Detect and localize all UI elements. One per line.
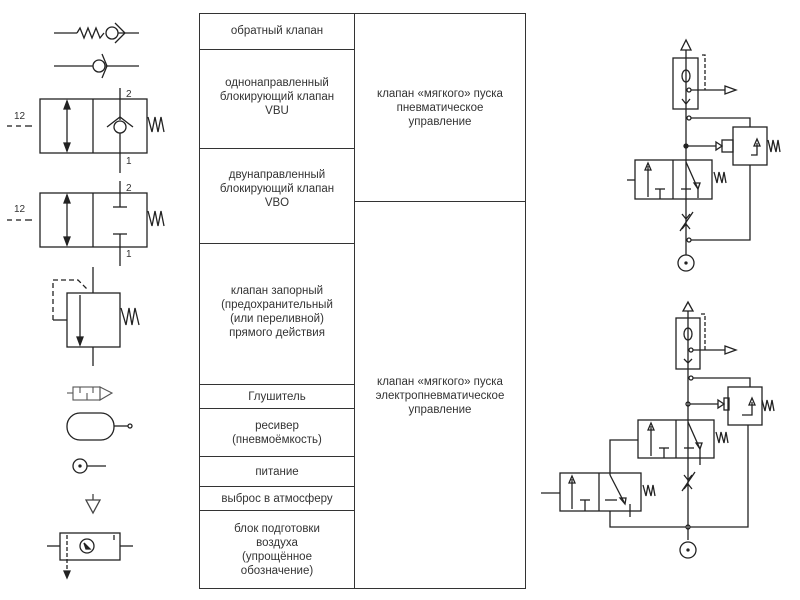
symbols-column: 12 2 1 12 2 1: [7, 22, 165, 580]
port-label-12: 12: [14, 204, 26, 215]
cell-text: VBU: [265, 105, 289, 117]
soft-start-valve-pneumatic-schematic: [627, 38, 781, 272]
cell-text: клапан «мягкого» пуска: [377, 88, 503, 100]
table-cell-soft-start-pneumatic: клапан «мягкого» пуска пневматическое уп…: [355, 14, 525, 202]
exhaust-icon: [84, 494, 102, 515]
cell-text: выброс в атмосферу: [221, 493, 333, 505]
cell-text: питание: [255, 466, 299, 478]
air-preparation-unit-icon: [47, 532, 133, 580]
cell-text: электропневматическое: [375, 390, 505, 402]
table-cell-air-prep-unit: блок подготовки воздуха (упрощённое обоз…: [200, 511, 354, 589]
table-cell-supply: питание: [200, 457, 354, 487]
exhaust-arrow-icon: [724, 85, 738, 95]
port-label-1: 1: [126, 249, 132, 260]
table-cell-receiver: ресивер (пневмоёмкость): [200, 409, 354, 457]
symbols-table-right-column: клапан «мягкого» пуска пневматическое уп…: [355, 14, 525, 588]
port-label-1: 1: [126, 156, 132, 167]
one-way-lock-valve-vbu-icon: [7, 88, 165, 173]
table-cell-check-valve: обратный клапан: [200, 14, 354, 50]
cell-text: управление: [408, 116, 472, 128]
cell-text: двунаправленный: [228, 169, 326, 181]
table-cell-exhaust: выброс в атмосферу: [200, 487, 354, 511]
symbols-table-left-column: обратный клапан однонаправленный блокиру…: [200, 14, 355, 588]
silencer-icon: [67, 386, 114, 401]
check-valve-icon: [54, 53, 139, 79]
cell-text: ресивер: [255, 420, 299, 432]
soft-start-valve-electropneumatic-schematic: [541, 300, 775, 559]
cell-text: VBO: [264, 197, 290, 209]
cell-text: (упрощённое: [242, 551, 312, 563]
cell-text: прямого действия: [229, 327, 325, 339]
cell-text: Глушитель: [248, 391, 306, 403]
table-cell-soft-start-electropneumatic: клапан «мягкого» пуска электропневматиче…: [355, 202, 525, 589]
table-cell-vbu: однонаправленный блокирующий клапан VBU: [200, 50, 354, 149]
cell-text: клапан запорный: [230, 285, 324, 297]
two-way-lock-valve-vbo-icon: [7, 181, 165, 266]
table-cell-vbo: двунаправленный блокирующий клапан VBO: [200, 149, 354, 244]
symbols-table: обратный клапан однонаправленный блокиру…: [199, 13, 526, 589]
cell-text: однонаправленный: [225, 77, 329, 89]
cell-text: (пневмоёмкость): [232, 434, 322, 446]
cell-text: (предохранительный: [221, 299, 333, 311]
exhaust-arrow-icon: [724, 345, 738, 355]
cell-text: клапан «мягкого» пуска: [377, 376, 503, 388]
port-label-2: 2: [126, 183, 132, 194]
cell-text: обратный клапан: [230, 25, 324, 37]
pressure-relief-valve-icon: [52, 267, 140, 366]
port-label-2: 2: [126, 89, 132, 100]
cell-text: обозначение): [240, 565, 314, 577]
check-valve-spring-icon: [54, 22, 139, 44]
table-cell-relief-valve: клапан запорный (предохранительный (или …: [200, 244, 354, 385]
port-label-12: 12: [14, 111, 26, 122]
cell-text: блокирующий клапан: [219, 91, 335, 103]
exhaust-arrow-icon: [681, 300, 695, 312]
receiver-tank-icon: [66, 412, 133, 441]
cell-text: воздуха: [256, 537, 298, 549]
table-cell-silencer: Глушитель: [200, 385, 354, 409]
cell-text: пневматическое: [396, 102, 484, 114]
pressure-supply-icon: [72, 458, 106, 474]
cell-text: (или переливной): [230, 313, 324, 325]
cell-text: управление: [408, 404, 472, 416]
exhaust-arrow-icon: [679, 38, 693, 51]
cell-text: блокирующий клапан: [219, 183, 335, 195]
cell-text: блок подготовки: [234, 523, 320, 535]
